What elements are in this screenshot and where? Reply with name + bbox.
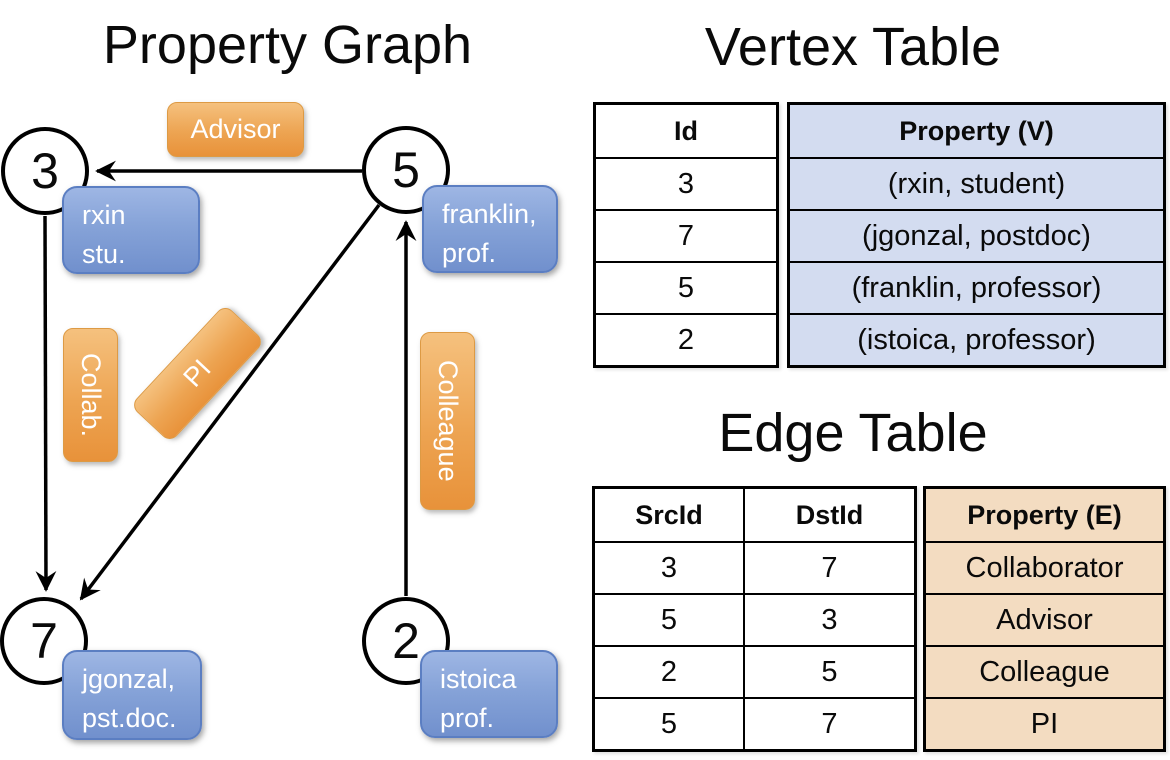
vertex-property-box-rxin: rxin stu. (62, 186, 200, 274)
table-cell: 5 (596, 261, 776, 313)
vertex-circle-2: 2 (362, 597, 450, 685)
vertex-id: 3 (31, 143, 59, 199)
vertex-property-line: pst.doc. (82, 703, 177, 733)
vertex-table-title: Vertex Table (704, 17, 1002, 77)
column-header-property-e: Property (E) (967, 499, 1122, 530)
graph-edges (35, 160, 417, 601)
table-cell: 5 (745, 645, 914, 697)
table-cell: 7 (745, 541, 914, 593)
vertex-property-line: prof. (442, 238, 497, 268)
table-cell: 2 (595, 645, 743, 697)
table-cell: 2 (596, 313, 776, 365)
table-cell: 3 (745, 593, 914, 645)
table-cell: 7 (745, 697, 914, 749)
table-cell: PI (926, 697, 1163, 749)
vertex-property-line: franklin, (442, 199, 537, 229)
edge-table-title: Edge Table (718, 403, 988, 463)
edge-label-collab: Collab. (63, 328, 118, 462)
table-cell: Collaborator (926, 541, 1163, 593)
table-cell: 3 (596, 157, 776, 209)
column-header-property-v: Property (V) (899, 115, 1054, 146)
table-cell: 7 (596, 209, 776, 261)
vertex-id: 5 (392, 142, 420, 198)
vertex-id: 7 (30, 613, 58, 669)
vertex-property-line: rxin (82, 200, 126, 230)
vertex-property-line: prof. (440, 703, 495, 733)
column-header-srcid: SrcId (635, 499, 703, 530)
table-cell: Advisor (926, 593, 1163, 645)
vertex-property-box-jgonzal: jgonzal, pst.doc. (62, 650, 202, 740)
vertex-property-line: jgonzal, (82, 664, 176, 694)
vertex-property-box-franklin: franklin, prof. (422, 185, 558, 273)
property-graph-title: Property Graph (102, 15, 473, 75)
table-cell: 3 (595, 541, 743, 593)
edge-pi-5-to-7 (79, 203, 381, 601)
table-cell: 5 (595, 697, 743, 749)
edge-label-advisor: Advisor (167, 102, 304, 157)
table-cell: (istoica, professor) (790, 313, 1163, 365)
column-header-dstid: DstId (795, 499, 864, 530)
table-cell: (jgonzal, postdoc) (790, 209, 1163, 261)
table-cell: 5 (595, 593, 743, 645)
vertex-id: 2 (392, 613, 420, 669)
table-cell: (rxin, student) (790, 157, 1163, 209)
edge-label-colleague: Colleague (420, 332, 475, 510)
edge-collab-3-to-7 (35, 215, 57, 592)
vertex-property-line: stu. (82, 239, 126, 269)
vertex-property-line: istoica (440, 664, 517, 694)
column-header-id: Id (674, 115, 698, 146)
table-cell: (franklin, professor) (790, 261, 1163, 313)
vertex-table-property-column: Property (V) (rxin, student)(jgonzal, po… (787, 102, 1166, 368)
table-cell: Colleague (926, 645, 1163, 697)
vertex-property-box-istoica: istoica prof. (420, 650, 558, 738)
